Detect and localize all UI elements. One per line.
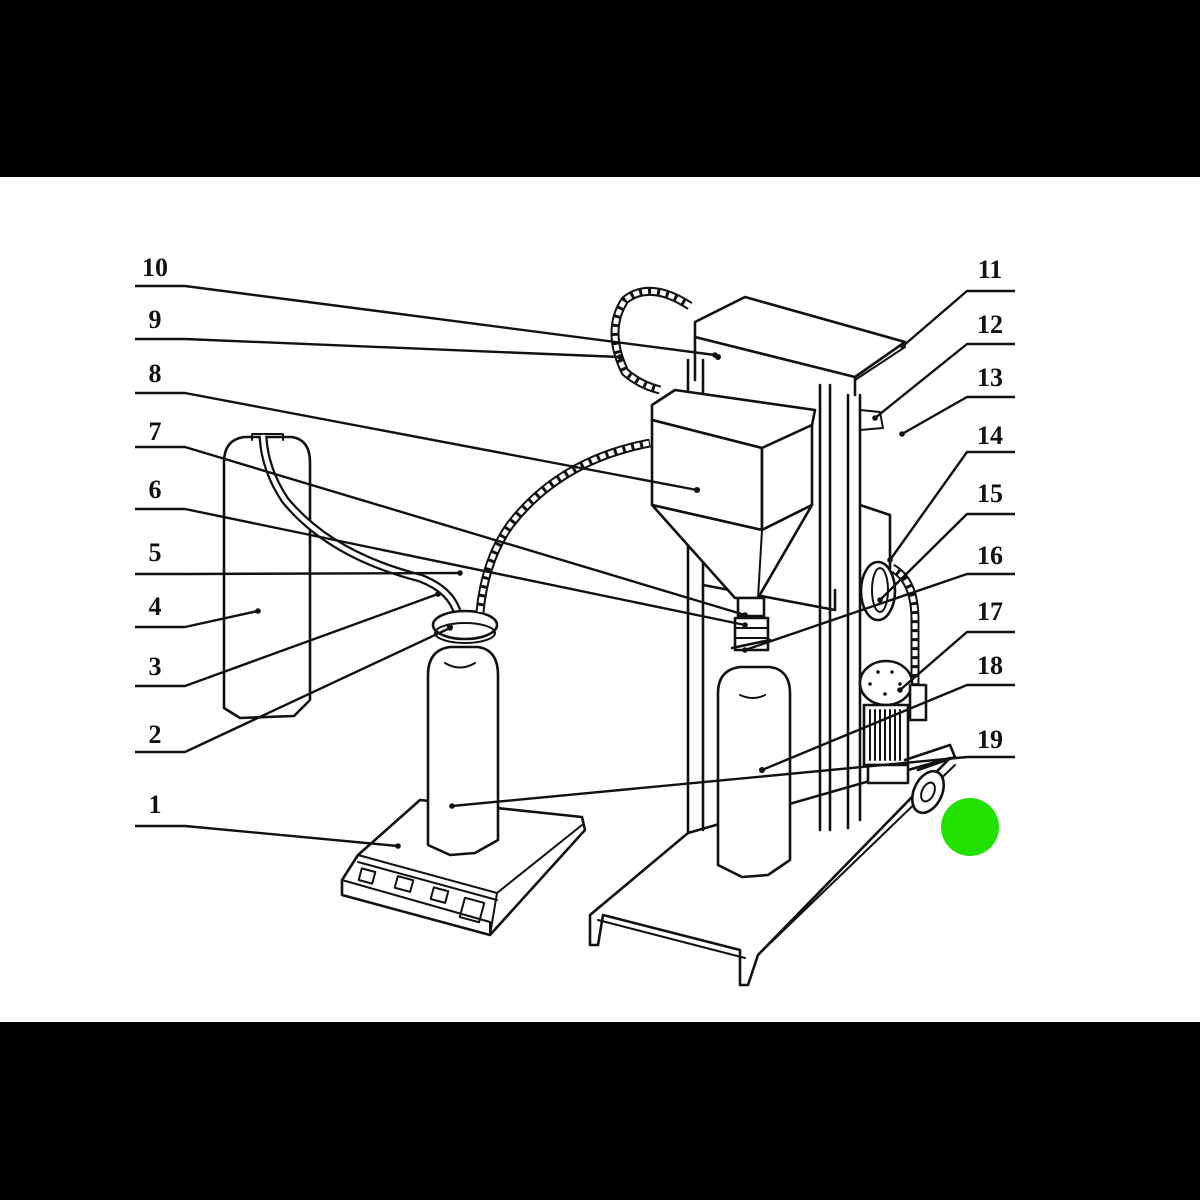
leader-endpoint-1 (395, 843, 401, 849)
leader-line-10 (135, 284, 716, 357)
leader-lines (135, 284, 1015, 849)
leader-endpoint-6 (742, 622, 748, 628)
leader-line-14 (889, 450, 1015, 561)
callout-label-8: 8 (149, 359, 162, 388)
leader-line-19 (451, 755, 1015, 808)
scale-button-1 (357, 867, 377, 885)
handle (903, 743, 957, 772)
leader-endpoint-5 (457, 570, 463, 576)
leader-line-7 (135, 445, 746, 617)
leader-line-3 (135, 592, 439, 688)
leader-endpoint-17 (897, 687, 903, 693)
callout-label-16: 16 (977, 541, 1003, 570)
callout-label-17: 17 (977, 597, 1003, 626)
leader-endpoint-11 (900, 343, 906, 349)
scale-display (458, 896, 486, 924)
control-box (693, 295, 907, 431)
top-loop-hose (610, 286, 693, 395)
leader-endpoint-15 (877, 597, 883, 603)
top-black-band (0, 0, 1200, 177)
leader-endpoint-3 (435, 591, 441, 597)
leader-line-13 (901, 395, 1015, 436)
vacuum-hose (889, 564, 920, 685)
leader-line-1 (135, 824, 399, 848)
leader-line-8 (135, 391, 698, 492)
gas-bottle (222, 433, 312, 720)
leader-endpoint-16 (742, 647, 748, 653)
callout-label-14: 14 (977, 421, 1003, 450)
leader-endpoint-14 (887, 557, 893, 563)
callout-label-11: 11 (978, 255, 1003, 284)
scale-button-3 (429, 886, 450, 904)
leader-endpoint-9 (617, 354, 623, 360)
left-cylinder (426, 609, 500, 857)
callout-label-15: 15 (977, 479, 1003, 508)
leader-line-12 (874, 342, 1015, 419)
motor (858, 659, 928, 785)
leader-line-4 (135, 609, 259, 629)
callout-label-10: 10 (142, 253, 168, 282)
callout-label-6: 6 (149, 475, 162, 504)
callout-label-12: 12 (977, 310, 1003, 339)
leader-line-9 (135, 337, 621, 359)
leader-endpoint-4 (255, 608, 261, 614)
bottom-black-band (0, 1022, 1200, 1200)
leader-line-11 (902, 289, 1015, 347)
leader-line-16 (744, 572, 1015, 652)
callout-label-19: 19 (977, 725, 1003, 754)
leader-endpoint-10 (712, 352, 718, 358)
leader-line-15 (879, 512, 1015, 601)
powder-hose (475, 438, 651, 613)
leader-line-18 (761, 683, 1015, 772)
callout-label-7: 7 (149, 417, 162, 446)
callout-label-3: 3 (149, 652, 162, 681)
wheel (910, 769, 946, 815)
diagram-canvas (0, 177, 1200, 1022)
leader-endpoint-2 (447, 625, 453, 631)
leader-endpoint-8 (694, 487, 700, 493)
scale-button-2 (393, 875, 415, 893)
leader-line-2 (135, 626, 451, 754)
callout-label-4: 4 (149, 592, 162, 621)
callout-label-1: 1 (149, 790, 162, 819)
callout-label-13: 13 (977, 363, 1003, 392)
leader-line-5 (135, 571, 461, 576)
green-marker-dot (941, 798, 999, 856)
leader-endpoint-18 (759, 767, 765, 773)
callout-label-2: 2 (149, 720, 162, 749)
leader-endpoint-7 (742, 612, 748, 618)
vacuum-coil (859, 560, 897, 622)
right-cylinder (716, 665, 792, 879)
leader-line-6 (135, 507, 746, 627)
callout-label-18: 18 (977, 651, 1003, 680)
callout-label-5: 5 (149, 538, 162, 567)
scale (340, 798, 587, 937)
leader-endpoint-19 (449, 803, 455, 809)
leader-endpoint-13 (899, 431, 905, 437)
hopper (650, 388, 817, 600)
leader-endpoint-12 (872, 415, 878, 421)
callout-label-9: 9 (149, 305, 162, 334)
leader-line-17 (899, 630, 1015, 691)
gas-hose (258, 434, 463, 618)
